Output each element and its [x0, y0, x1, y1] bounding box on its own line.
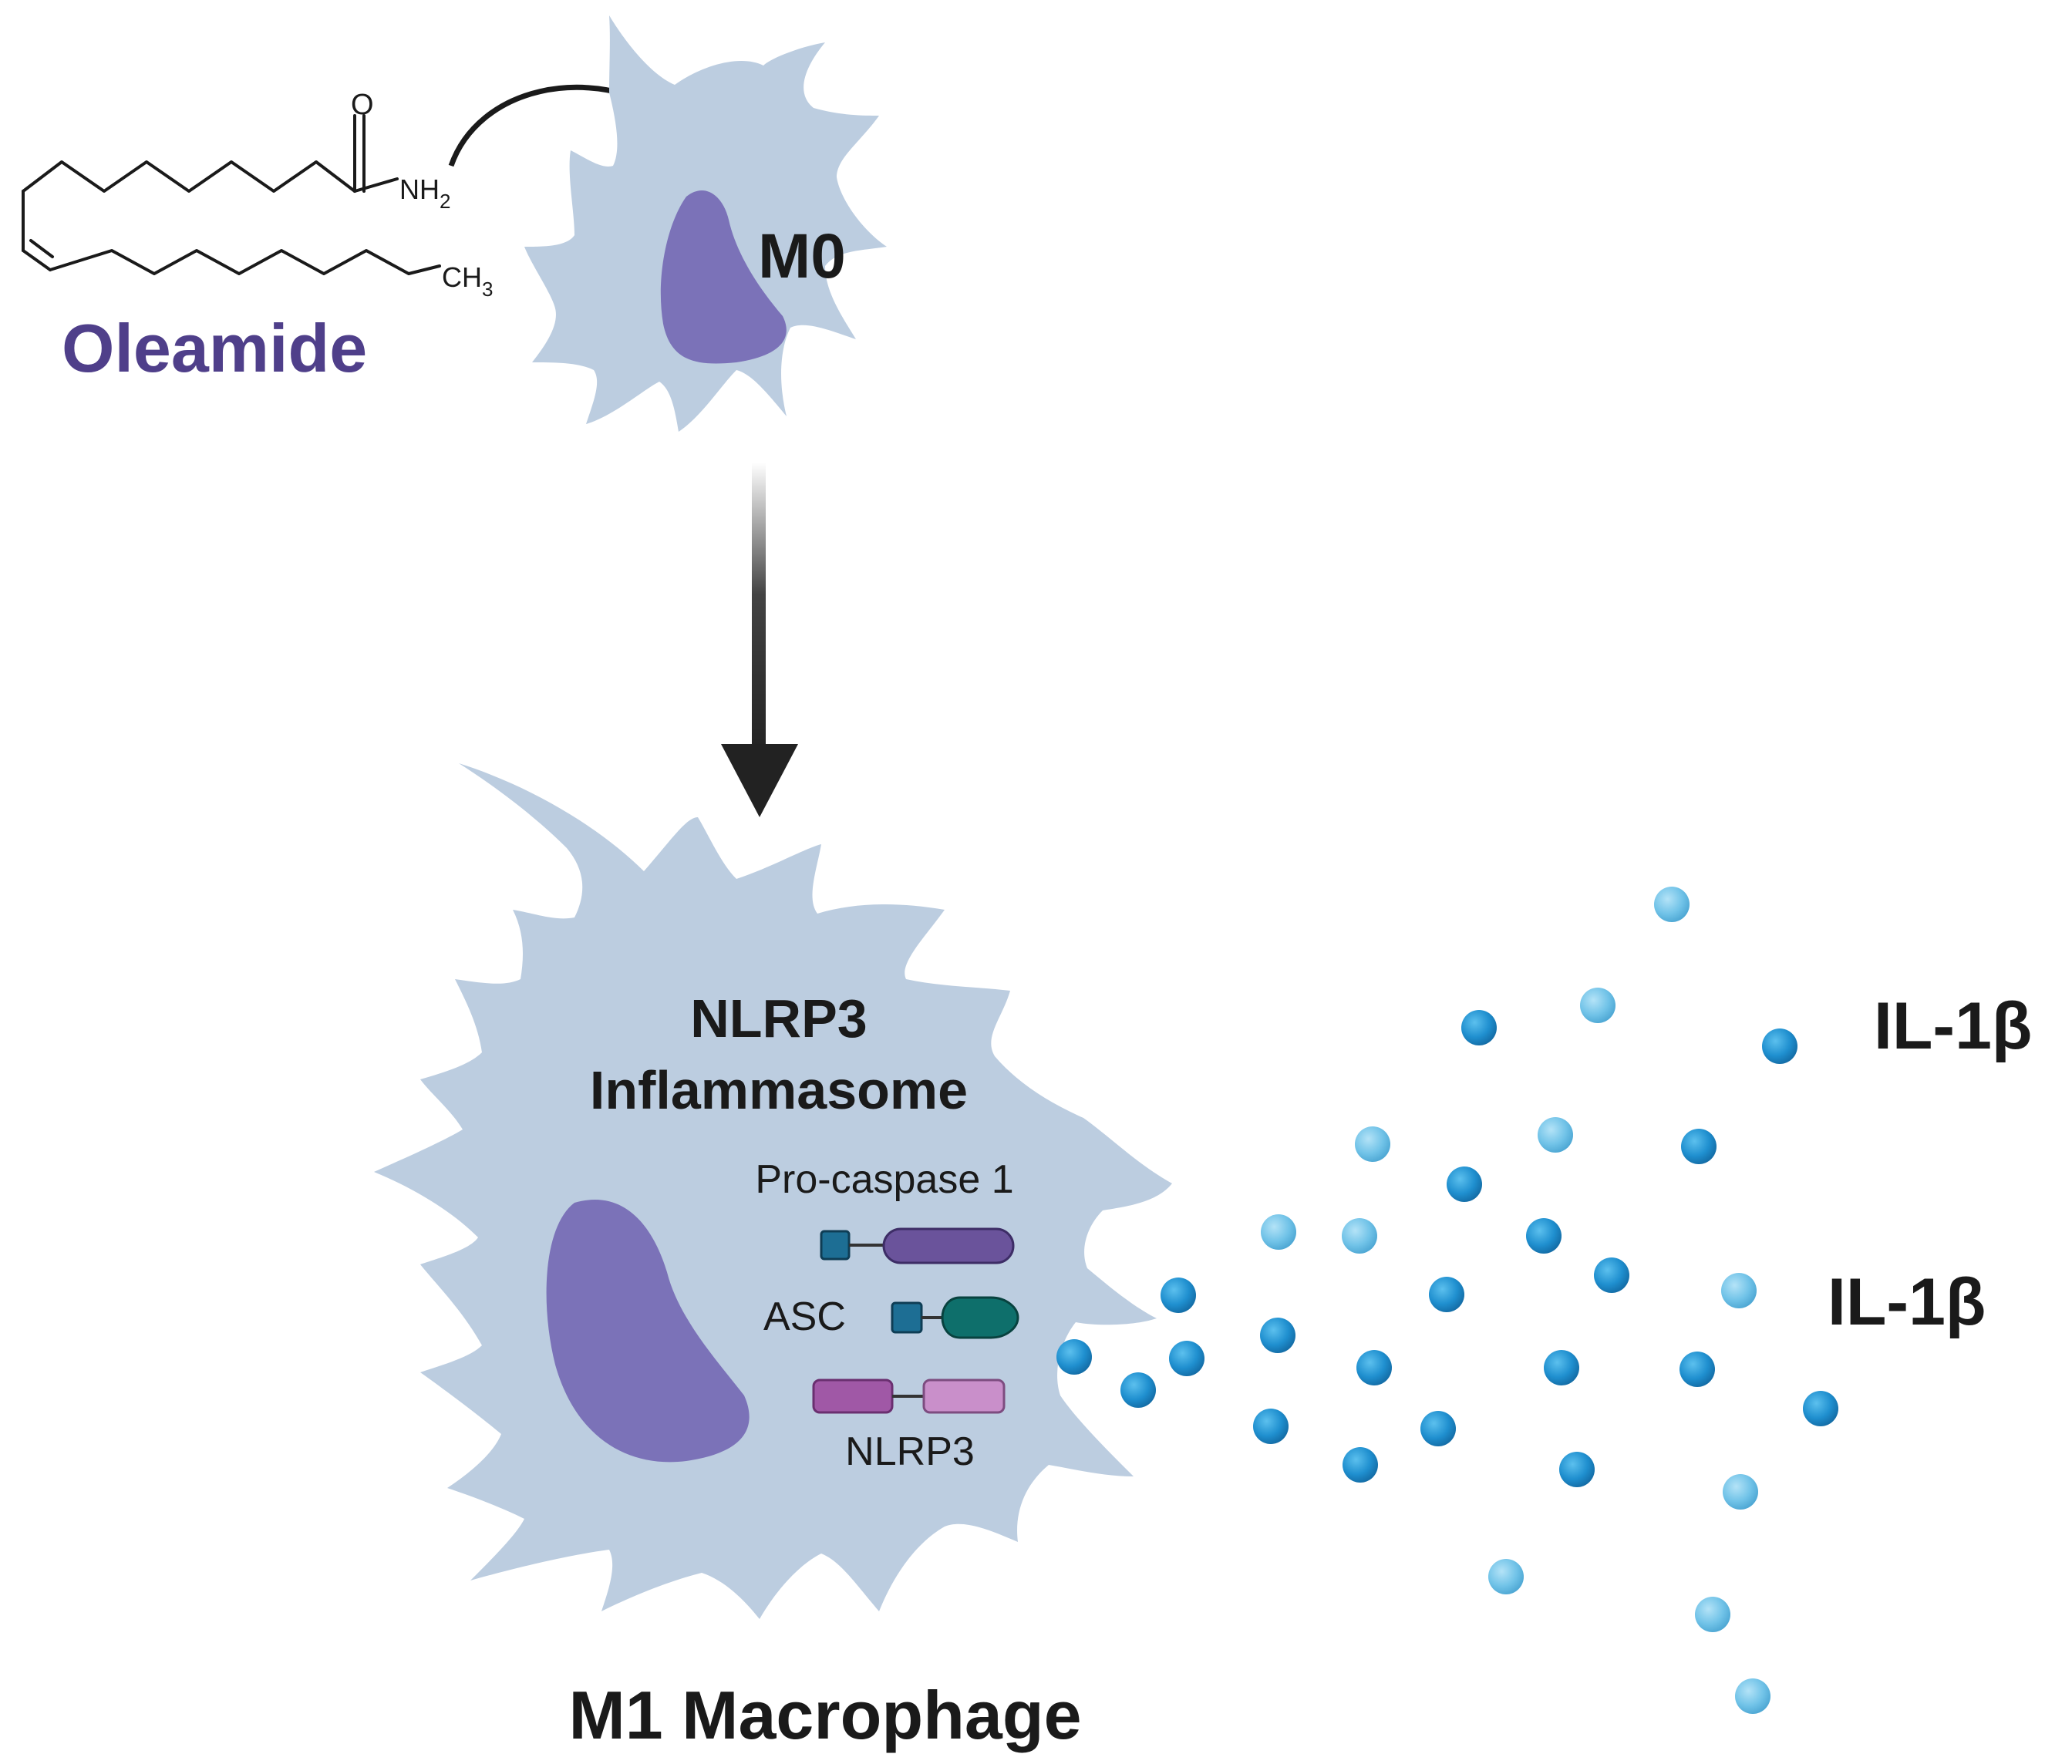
cytokine-particle — [1420, 1411, 1456, 1446]
cytokine-particle — [1355, 1126, 1390, 1162]
cytokine-particle — [1723, 1474, 1758, 1510]
nlrp3-label: NLRP3 — [845, 1429, 975, 1474]
cytokine-particle — [1803, 1391, 1838, 1426]
oleamide-structure — [22, 114, 441, 275]
cytokine-label-lower: IL-1β — [1828, 1265, 1986, 1339]
oxygen-label: O — [351, 89, 374, 121]
cytokine-particle — [1120, 1372, 1156, 1408]
cytokine-particle — [1169, 1341, 1204, 1376]
methyl-label: CH3 — [442, 261, 493, 301]
cytokine-particle — [1488, 1559, 1524, 1594]
cytokine-particle — [1161, 1278, 1196, 1313]
cytokine-particle — [1253, 1409, 1289, 1444]
cytokine-particle — [1695, 1597, 1730, 1632]
cytokine-particle — [1356, 1350, 1392, 1385]
amine-label: NH2 — [399, 173, 450, 213]
cytokine-particle — [1681, 1129, 1717, 1164]
inflammasome-title-line1: NLRP3 — [690, 988, 867, 1049]
transition-arrow-shaft — [752, 463, 766, 756]
cytokine-particle — [1447, 1166, 1482, 1202]
cytokine-particle — [1538, 1117, 1573, 1153]
nlrp3-protein — [812, 1379, 1006, 1414]
asc-protein — [891, 1296, 1019, 1339]
asc-label: ASC — [763, 1294, 846, 1339]
cytokine-particle — [1762, 1028, 1797, 1064]
cytokine-particle — [1735, 1678, 1770, 1714]
cytokine-particle — [1260, 1318, 1295, 1353]
cytokine-particle — [1461, 1010, 1497, 1045]
inflammasome-title-line2: Inflammasome — [590, 1060, 968, 1120]
cytokine-cloud — [1056, 887, 1838, 1714]
cytokine-particle — [1343, 1447, 1378, 1483]
cytokine-particle — [1544, 1350, 1579, 1385]
cytokine-label-upper: IL-1β — [1874, 989, 2032, 1063]
cytokine-particle — [1526, 1218, 1562, 1254]
m1-nucleus — [546, 1200, 750, 1463]
molecule-name: Oleamide — [62, 310, 367, 386]
cytokine-particle — [1654, 887, 1690, 922]
transition-arrow-head — [721, 744, 798, 817]
cytokine-particle — [1580, 988, 1615, 1023]
procaspase-label: Pro-caspase 1 — [755, 1157, 1013, 1202]
cytokine-particle — [1679, 1352, 1715, 1387]
cytokine-particle — [1559, 1452, 1595, 1487]
cytokine-particle — [1594, 1257, 1629, 1293]
cytokine-particle — [1429, 1277, 1464, 1312]
cytokine-particle — [1261, 1214, 1296, 1250]
cytokine-particle — [1056, 1339, 1092, 1375]
cytokine-particle — [1721, 1273, 1757, 1308]
cytokine-particle — [1342, 1218, 1377, 1254]
m0-nucleus — [660, 190, 787, 364]
procaspase-protein — [820, 1227, 1015, 1264]
m0-label: M0 — [758, 221, 846, 291]
m1-label: M1 Macrophage — [568, 1677, 1081, 1753]
